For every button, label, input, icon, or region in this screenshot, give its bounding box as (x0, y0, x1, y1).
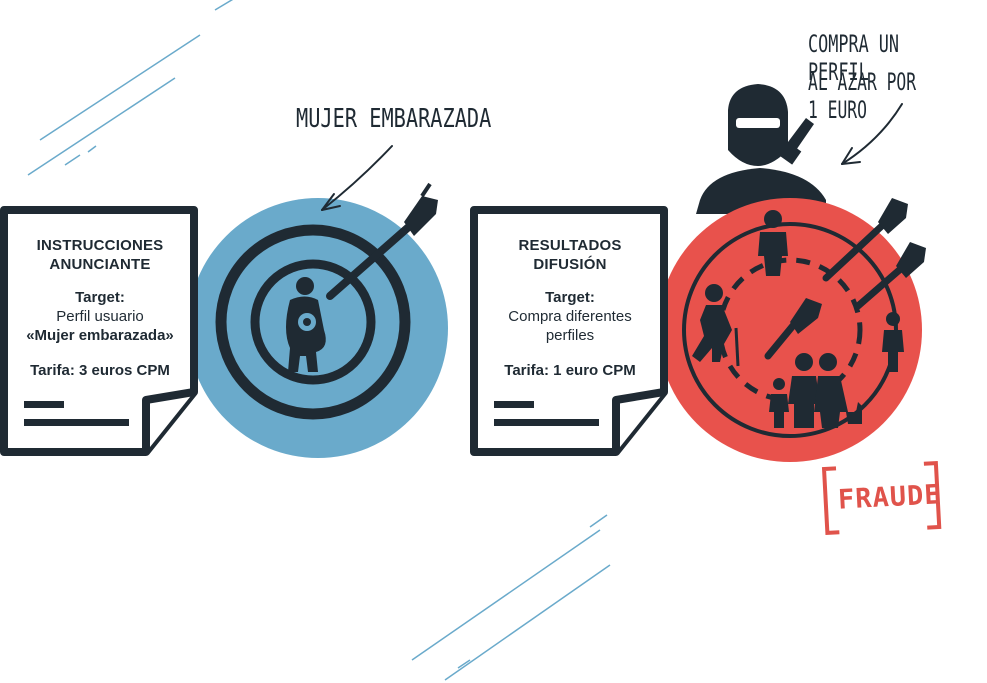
arrow-red-center-icon (764, 298, 822, 360)
right-card-target-line1: Compra diferentes (508, 308, 632, 325)
person-icon-top (758, 210, 788, 276)
annotation-arrow-right (841, 103, 903, 165)
left-card-text: INSTRUCCIONES ANUNCIANTE Target: Perfil … (10, 236, 190, 380)
blue-target-inner-ring (250, 259, 376, 385)
decorative-lines-top (27, 0, 234, 176)
blue-target-outer-ring (215, 224, 411, 420)
arrow-blue-icon (326, 182, 438, 300)
left-card-target-line2: «Mujer embarazada» (26, 327, 174, 344)
left-card-target-label: Target: (75, 289, 125, 306)
annotation-right-line2: al azar por 1 euro (808, 68, 917, 124)
right-card-title-line1: RESULTADOS (518, 237, 622, 254)
fraude-stamp-brackets (821, 461, 942, 535)
pregnant-woman-icon (286, 277, 326, 372)
left-card-title-line1: INSTRUCCIONES (36, 237, 164, 254)
left-card-target-line1: Perfil usuario (56, 308, 144, 325)
right-card-title-line2: DIFUSIÓN (533, 256, 607, 273)
arrow-red-lower-icon (854, 242, 926, 310)
right-card-line-long (494, 419, 599, 426)
annotation-arrow-left (321, 145, 393, 211)
right-card-target-label: Target: (545, 289, 595, 306)
left-card-tarifa: Tarifa: 3 euros CPM (30, 362, 170, 379)
fraude-stamp: FRAUDE (837, 479, 943, 516)
right-document-card (470, 206, 668, 456)
left-card-line-short (24, 401, 64, 408)
annotation-left: MUJER EMBARAZADA (296, 104, 492, 134)
family-icon (769, 353, 862, 428)
child-icon-right (882, 312, 904, 372)
decorative-lines-bottom (411, 514, 611, 681)
annotation-right-line1: Compra un perfil (808, 30, 900, 86)
right-card-text: RESULTADOS DIFUSIÓN Target: Compra difer… (480, 236, 660, 380)
left-card-title-line2: ANUNCIANTE (49, 256, 151, 273)
left-card-line-long (24, 419, 129, 426)
arrow-red-upper-icon (822, 198, 908, 282)
elderly-woman-icon (692, 284, 740, 367)
right-card-target-line2: perfiles (545, 327, 595, 344)
right-card-tarifa: Tarifa: 1 euro CPM (504, 362, 636, 379)
left-document-card (0, 206, 198, 456)
masked-buyer-silhouette (696, 84, 826, 214)
right-card-line-short (494, 401, 534, 408)
